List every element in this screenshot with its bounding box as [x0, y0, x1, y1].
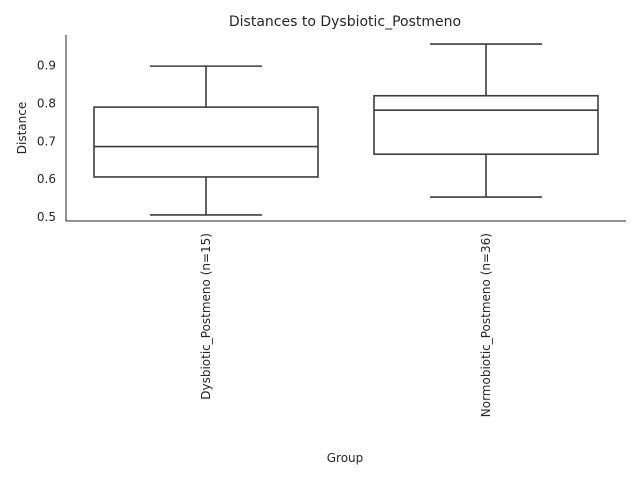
- box-group: [93, 65, 319, 216]
- chart-title: Distances to Dysbiotic_Postmeno: [229, 14, 461, 30]
- y-tick-label: 0.9: [37, 58, 56, 72]
- iqr-box: [373, 94, 599, 155]
- y-axis-label: Distance: [15, 102, 29, 154]
- y-tick-label: 0.7: [37, 134, 56, 148]
- y-tick-label: 0.6: [37, 172, 56, 186]
- iqr-box: [93, 106, 319, 178]
- box-group: [373, 43, 599, 198]
- x-tick-label: Dysbiotic_Postmeno (n=15): [199, 233, 213, 400]
- y-tick-label: 0.8: [37, 96, 56, 110]
- y-tick-label: 0.5: [37, 210, 56, 224]
- x-axis-label: Group: [327, 451, 364, 465]
- x-axis-ticks: Dysbiotic_Postmeno (n=15) Normobiotic_Pos…: [199, 233, 493, 417]
- plot-area: [93, 43, 599, 216]
- y-axis-ticks: 0.5 0.6 0.7 0.8 0.9: [37, 58, 56, 224]
- x-tick-label: Normobiotic_Postmeno (n=36): [479, 233, 493, 417]
